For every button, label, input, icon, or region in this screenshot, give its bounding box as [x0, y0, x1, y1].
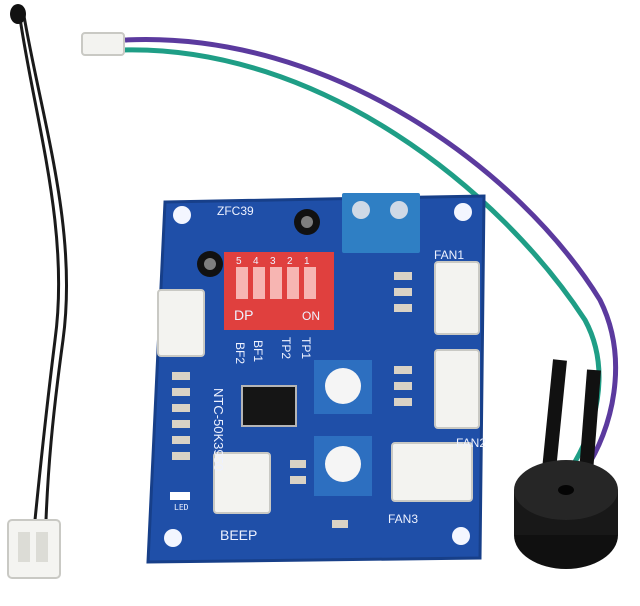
label-bf2: BF2: [233, 342, 247, 364]
ic-chip: [241, 385, 297, 427]
connector-left: [157, 289, 205, 357]
label-beep: BEEP: [220, 527, 257, 543]
trimmer-potentiometers: [314, 360, 372, 496]
label-led: LED: [174, 503, 189, 512]
dip-num-3: 3: [270, 256, 276, 267]
dip-num-4: 2: [287, 256, 293, 267]
label-fan1: FAN1: [434, 248, 464, 262]
ntc-sensor-probe: [7, 4, 69, 579]
label-fan2: FAN2: [456, 436, 486, 450]
dip-on-text: ON: [302, 309, 320, 323]
terminal-block: [342, 193, 420, 253]
label-tp1: TP1: [299, 337, 313, 359]
connector-fan1: [434, 261, 480, 335]
connector-beep: [213, 452, 271, 514]
dip-switch: 5 4 3 2 1 DP ON: [224, 252, 334, 330]
buzzer: [514, 460, 618, 569]
label-fan3: FAN3: [388, 512, 418, 526]
buzzer-wires: [81, 32, 619, 486]
pcb-board: ZFC39 5 4 3 2 1 DP ON: [146, 193, 486, 564]
label-bf1: BF1: [251, 340, 265, 362]
label-ntc: NTC-50K3950: [211, 388, 226, 471]
dip-num-2: 4: [253, 256, 259, 267]
smd-components: [170, 272, 412, 528]
connector-fan3: [391, 442, 473, 502]
board-model-text: ZFC39: [217, 204, 254, 218]
dip-num-5: 1: [304, 256, 310, 267]
label-tp2: TP2: [279, 337, 293, 359]
dip-num-1: 5: [236, 256, 242, 267]
connector-fan2: [434, 349, 480, 429]
capacitors: [197, 209, 320, 277]
dip-brand: DP: [234, 307, 253, 323]
